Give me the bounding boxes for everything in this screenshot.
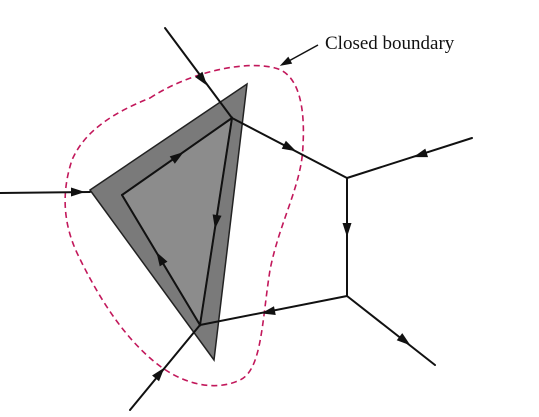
arrowhead-bottom-out: [396, 333, 411, 346]
edge-bottom-left-in: [129, 324, 201, 411]
edge-top-in: [164, 27, 233, 119]
arrowhead-top-in: [195, 71, 208, 86]
arrowheads: [71, 56, 429, 382]
arrowhead-bottom-horizontal: [261, 306, 276, 316]
edge-right-in: [346, 137, 473, 179]
arrowhead-bottom-left-in: [152, 367, 165, 382]
edge-bottom-out: [346, 295, 436, 366]
arrowhead-left-in: [71, 187, 85, 197]
arrowhead-label-leader: [279, 56, 293, 66]
arrowhead-right-vertical: [342, 223, 352, 237]
closed-boundary-label: Closed boundary: [325, 33, 455, 54]
edges: [0, 27, 473, 411]
arrowhead-inner-bottom-left: [156, 251, 168, 267]
label-leader-line: [286, 44, 319, 63]
arrowhead-right-in: [413, 148, 429, 158]
arrowhead-inner-left-top: [169, 151, 184, 164]
arrowhead-top-right: [281, 140, 297, 152]
arrowhead-inner-top-bottom: [212, 214, 222, 229]
